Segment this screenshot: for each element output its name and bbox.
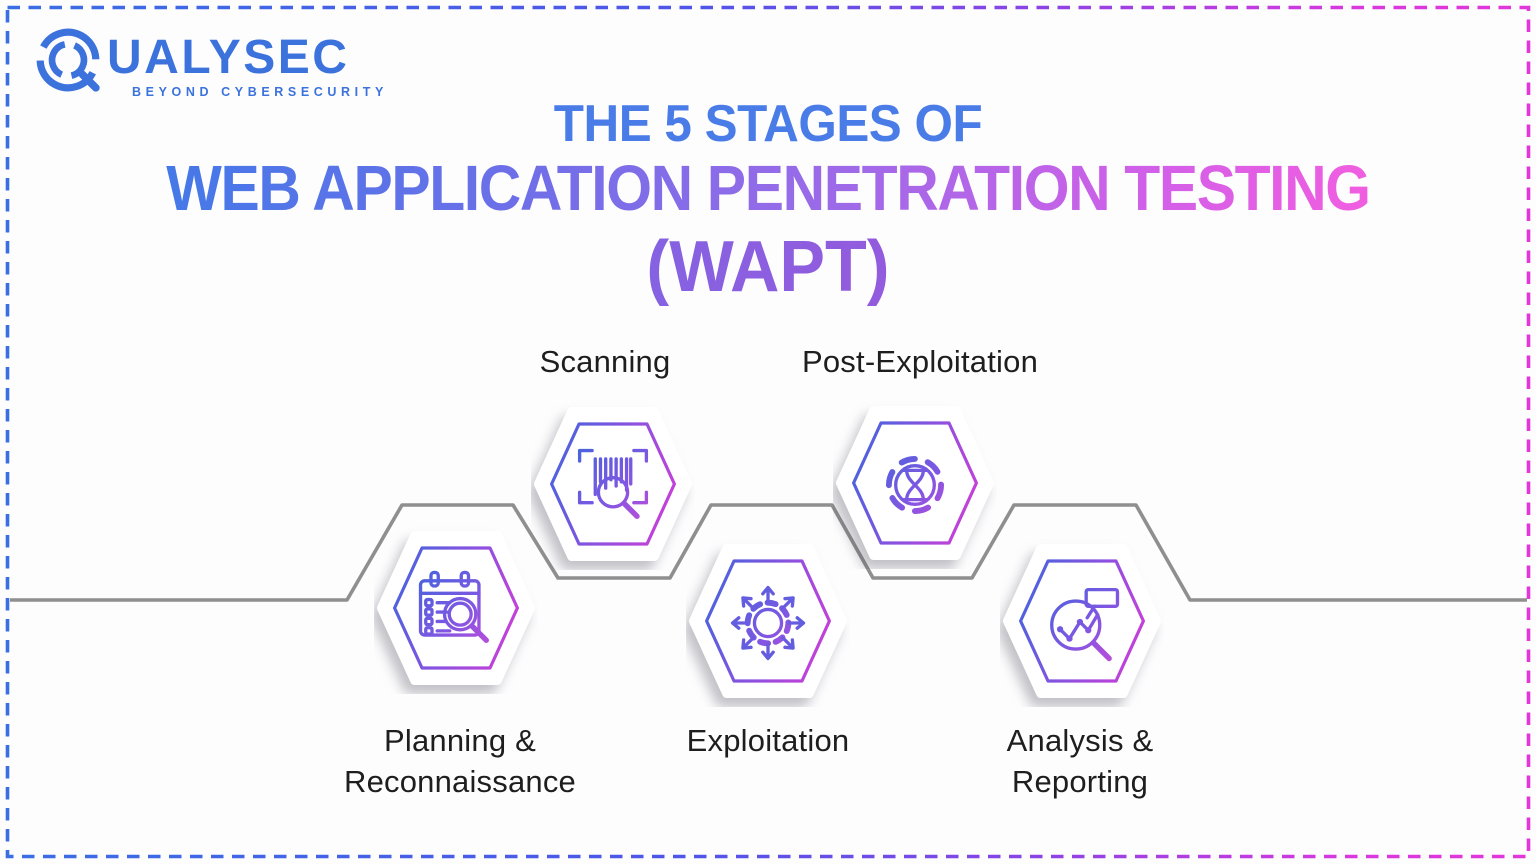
stage-label-scanning: Scanning (539, 344, 671, 379)
stage-label-post-exploitation: Post-Exploitation (801, 344, 1039, 379)
stage-label-exploitation: Exploitation (686, 723, 850, 758)
headline-kicker: THE 5 STAGES OF (553, 95, 983, 153)
stage-hexagon-analysis (1000, 535, 1164, 707)
page-title-acronym: (WAPT) (38, 226, 1497, 308)
brand-wordmark: UALYSEC (107, 31, 350, 84)
stage-hexagon-planning (374, 522, 538, 694)
stage-label-analysis: Analysis & Reporting (1006, 723, 1154, 799)
qualysec-q-icon (36, 28, 100, 92)
stage-hexagon-post-exploitation (833, 397, 997, 569)
stage-label-planning: Planning & Reconnaissance (343, 723, 576, 799)
brand-logo: UALYSEC BEYOND CYBERSECURITY (34, 26, 388, 99)
page-title: WEB APPLICATION PENETRATION TESTING (61, 156, 1474, 220)
stage-hexagon-exploitation (686, 535, 850, 707)
stage-hexagon-scanning (531, 398, 695, 570)
